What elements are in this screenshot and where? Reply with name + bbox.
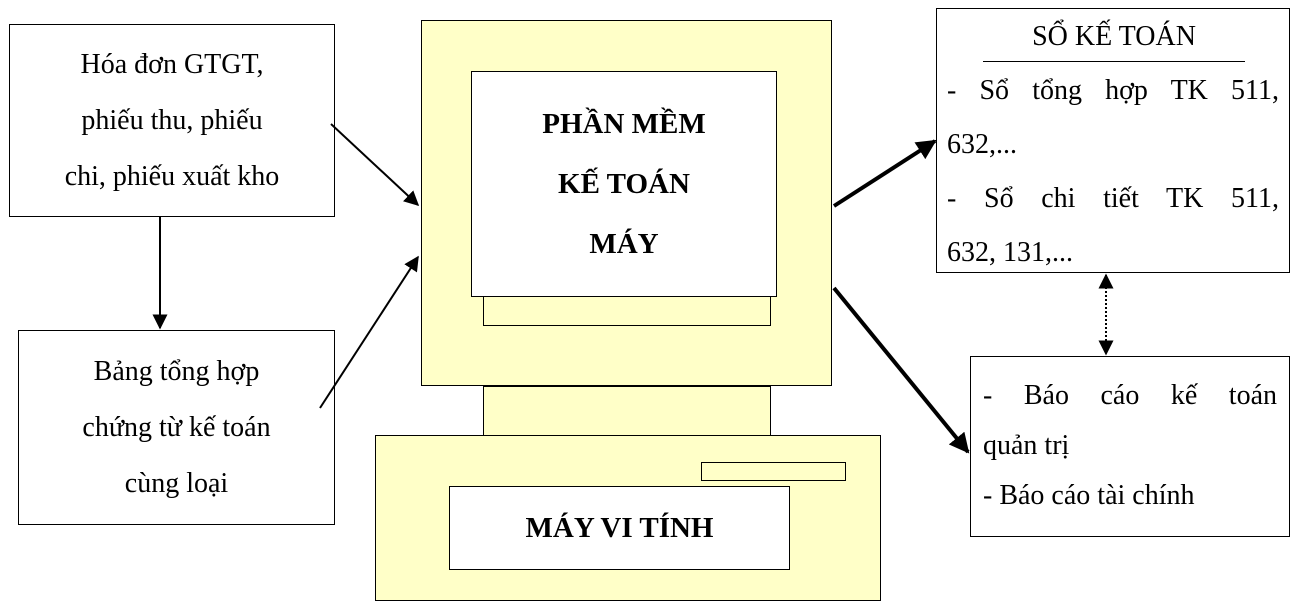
summary-line-3: cùng loại xyxy=(124,467,229,499)
arrow-summary-to-software xyxy=(319,255,419,409)
ledger-title: SỔ KẾ TOÁN xyxy=(983,13,1245,62)
computer-label-panel: MÁY VI TÍNH xyxy=(449,486,790,570)
computer-label: MÁY VI TÍNH xyxy=(525,512,714,544)
disk-drive-slot xyxy=(701,462,846,481)
ledger-general-line: - Sổ tổng hợp TK 511, xyxy=(947,75,1279,106)
management-report-cont: quản trị xyxy=(983,430,1070,461)
invoice-line-2: phiếu thu, phiếu xyxy=(81,104,263,136)
invoice-line-1: Hóa đơn GTGT, xyxy=(80,48,264,80)
arrow-invoice-to-software xyxy=(330,123,420,207)
ledger-books-box: SỔ KẾ TOÁN - Sổ tổng hợp TK 511, 632,...… xyxy=(936,8,1290,273)
management-report-line: - Báo cáo kế toán xyxy=(983,380,1277,411)
computer-neck xyxy=(483,386,771,436)
ledger-detail-accounts: 632, 131,... xyxy=(947,237,1073,268)
invoice-line-3: chi, phiếu xuất kho xyxy=(64,160,280,192)
arrow-software-to-ledger xyxy=(832,139,937,208)
software-line-2: KẾ TOÁN xyxy=(558,168,690,200)
reports-box: - Báo cáo kế toán quản trị - Báo cáo tài… xyxy=(970,356,1290,537)
voucher-summary-box: Bảng tổng hợp chứng từ kế toán cùng loại xyxy=(18,330,335,525)
ledger-general-accounts: 632,... xyxy=(947,129,1017,160)
software-line-3: MÁY xyxy=(589,228,659,260)
arrow-software-to-reports xyxy=(832,286,970,454)
financial-report-line: - Báo cáo tài chính xyxy=(983,480,1195,511)
ledger-detail-line: - Sổ chi tiết TK 511, xyxy=(947,183,1279,214)
summary-line-2: chứng từ kế toán xyxy=(82,411,271,443)
invoice-documents-box: Hóa đơn GTGT, phiếu thu, phiếu chi, phiế… xyxy=(9,24,335,217)
accounting-software-screen: PHẦN MỀM KẾ TOÁN MÁY xyxy=(471,71,777,297)
summary-line-1: Bảng tổng hợp xyxy=(93,355,260,387)
software-line-1: PHẦN MỀM xyxy=(542,108,706,140)
